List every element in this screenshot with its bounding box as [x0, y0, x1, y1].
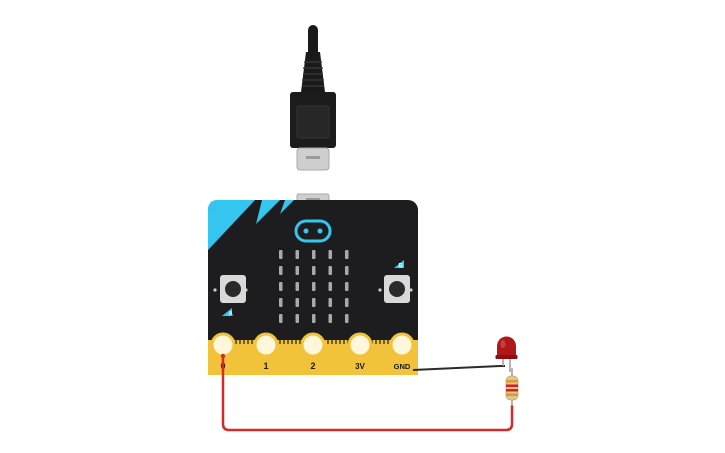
led-matrix-cell	[345, 250, 349, 259]
resistor-band	[506, 384, 518, 387]
led-highlight	[500, 340, 506, 348]
led-matrix-cell	[312, 266, 316, 275]
led-matrix-cell	[328, 250, 332, 259]
led-matrix-cell	[295, 250, 299, 259]
usb-cable[interactable]	[290, 25, 336, 171]
pin-2[interactable]: 2	[300, 332, 326, 371]
pin-3v[interactable]: 3V	[347, 332, 373, 371]
button-b-label: B	[399, 264, 404, 270]
resistor[interactable]	[505, 368, 519, 406]
button-a-mark-left	[213, 288, 217, 292]
red-wire[interactable]	[221, 356, 514, 432]
button-b-mark-right	[409, 288, 413, 292]
led-matrix-cell	[279, 314, 283, 323]
led-matrix-cell	[295, 282, 299, 291]
button-a-cap	[225, 281, 241, 297]
led-matrix-cell	[312, 298, 316, 307]
led-matrix-cell	[328, 298, 332, 307]
pin-gnd[interactable]: GND	[389, 332, 415, 371]
button-b-mark-left	[378, 288, 382, 292]
pin-1[interactable]: 1	[253, 332, 279, 371]
button-b[interactable]: B	[378, 260, 413, 303]
board-usb-port-slot	[306, 198, 320, 201]
led-matrix-cell	[328, 314, 332, 323]
usb-connector-slot	[306, 156, 320, 159]
pin-3v-label: 3V	[355, 362, 365, 371]
red-led[interactable]	[495, 336, 518, 373]
led-matrix-cell	[312, 314, 316, 323]
usb-plug-inner	[296, 105, 330, 139]
button-a[interactable]: A	[213, 275, 248, 318]
led-body	[497, 336, 516, 357]
led-matrix-cell	[312, 282, 316, 291]
button-a-badge	[222, 308, 232, 316]
pin-1-label: 1	[263, 361, 268, 371]
resistor-body	[505, 375, 519, 401]
led-matrix-cell	[279, 298, 283, 307]
led-matrix-cell	[345, 266, 349, 275]
resistor-band	[506, 380, 518, 383]
led-matrix-cell	[279, 266, 283, 275]
pin-gnd-label: GND	[394, 362, 411, 371]
led-matrix-cell	[295, 298, 299, 307]
led-matrix-cell	[345, 298, 349, 307]
black-wire[interactable]	[412, 365, 505, 371]
led-matrix-cell	[295, 266, 299, 275]
edge-connector-bottom	[208, 365, 418, 375]
microbit-logo-icon	[294, 219, 332, 243]
led-matrix-cell	[328, 266, 332, 275]
led-matrix-cell	[295, 314, 299, 323]
red-wire-endpoint-pin0	[220, 353, 226, 359]
led-matrix-cell	[279, 282, 283, 291]
microbit-board[interactable]: A B 0 1 2 3V	[208, 193, 418, 375]
led-matrix-cell	[345, 314, 349, 323]
usb-ridges	[302, 61, 324, 87]
resistor-bands	[506, 380, 518, 396]
resistor-band	[506, 393, 518, 396]
button-b-cap	[389, 281, 405, 297]
led-matrix-cell	[312, 250, 316, 259]
led-matrix-cell	[279, 250, 283, 259]
button-a-label: A	[229, 312, 234, 318]
led-matrix-cell	[345, 282, 349, 291]
led-matrix-cell	[328, 282, 332, 291]
resistor-band	[506, 389, 518, 392]
button-b-badge	[394, 260, 404, 268]
led-matrix	[279, 250, 349, 323]
led-rim	[495, 355, 518, 359]
pin-2-label: 2	[310, 361, 315, 371]
board-logo-stripes	[208, 200, 294, 250]
